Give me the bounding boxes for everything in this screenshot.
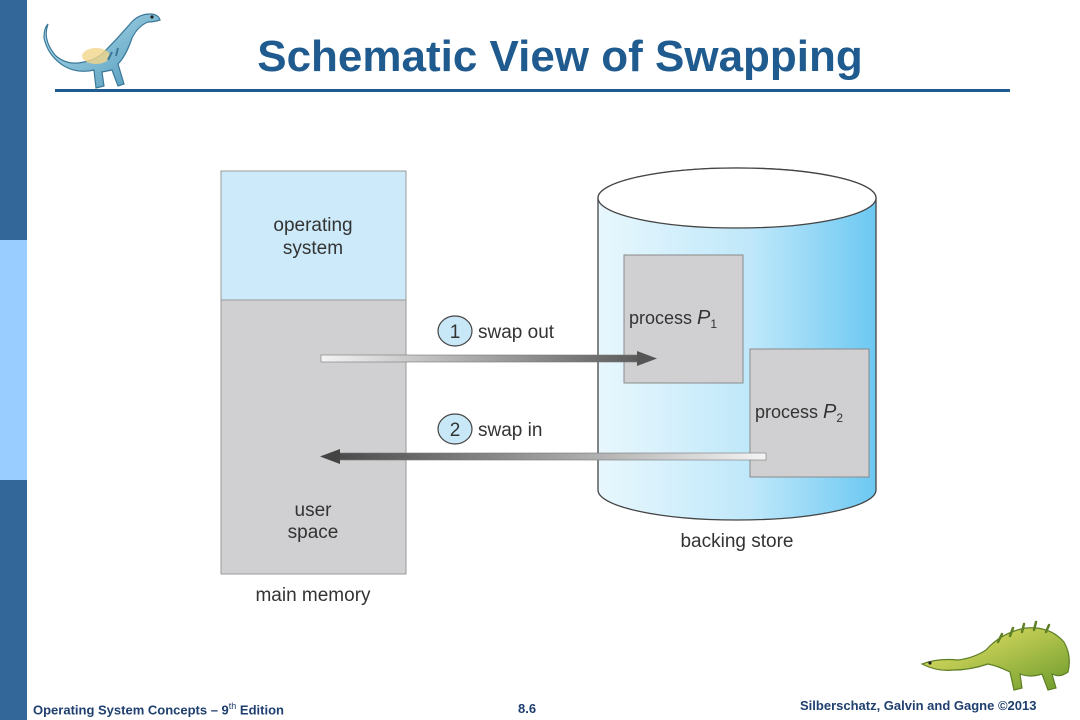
step-1-number: 1 — [450, 322, 461, 343]
cylinder-top — [597, 167, 877, 229]
user-label-line1: user — [295, 500, 333, 521]
footer-authors: Silberschatz, Galvin and Gagne ©2013 — [800, 698, 1037, 713]
swap-out-arrow-icon — [320, 351, 657, 366]
swap-in-step: 2 swap in — [320, 413, 767, 464]
step-2-badge — [437, 413, 473, 445]
user-space-region — [220, 299, 407, 575]
backing-store-caption: backing store — [680, 531, 793, 552]
os-label-line1: operating — [273, 215, 352, 236]
main-memory: operating system user space main memory — [220, 170, 407, 606]
footer-book-title: Operating System Concepts – 9th Edition — [33, 701, 284, 718]
os-label-line2: system — [283, 238, 343, 259]
slide-title: Schematic View of Swapping — [257, 32, 863, 81]
os-region — [220, 170, 407, 301]
process-p2-label: process P2 — [755, 401, 843, 425]
footer-page-number: 8.6 — [518, 701, 537, 716]
backing-store: backing store process P1 process P2 — [597, 167, 877, 552]
step-2-number: 2 — [450, 420, 461, 441]
swap-out-step: 1 swap out — [320, 315, 657, 366]
dinosaur-footer-icon — [920, 620, 1070, 691]
process-p1-label: process P1 — [629, 307, 717, 331]
step-1-badge — [437, 315, 473, 347]
main-memory-caption: main memory — [255, 585, 371, 606]
user-label-line2: space — [288, 522, 339, 543]
dinosaur-logo-icon — [43, 13, 161, 89]
process-p2-box — [749, 348, 870, 478]
sidebar-accent — [0, 240, 27, 480]
step-2-label: swap in — [478, 420, 542, 441]
swap-in-arrow-icon — [320, 449, 767, 464]
title-divider — [55, 89, 1010, 92]
step-1-label: swap out — [478, 322, 555, 343]
